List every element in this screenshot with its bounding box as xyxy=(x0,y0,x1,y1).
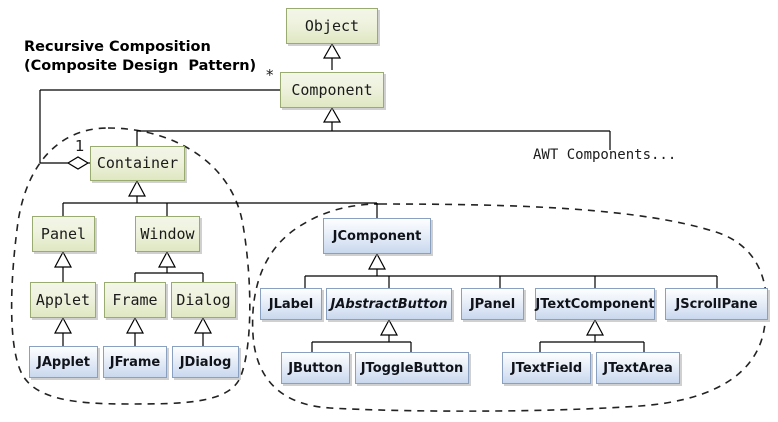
class-box-jpanel[interactable]: JPanel xyxy=(461,288,524,320)
class-box-applet[interactable]: Applet xyxy=(30,282,96,318)
class-box-component[interactable]: Component xyxy=(280,72,384,108)
awt-components-more-label: AWT Components... xyxy=(533,147,677,163)
class-box-jabstractbutton[interactable]: JAbstractButton xyxy=(326,288,452,320)
inherit-jdialog-to-dialog xyxy=(194,316,212,346)
class-box-dialog[interactable]: Dialog xyxy=(171,282,236,318)
class-box-frame[interactable]: Frame xyxy=(104,282,166,318)
inherit-children-to-jcomponent xyxy=(304,252,718,288)
class-box-japplet[interactable]: JApplet xyxy=(29,346,98,378)
class-box-jtextfield[interactable]: JTextField xyxy=(502,352,591,384)
inherit-component-to-object xyxy=(322,42,342,70)
multiplicity-many-label: * xyxy=(266,66,274,84)
class-box-jbutton[interactable]: JButton xyxy=(281,352,350,384)
inherit-frame-dialog-to-window xyxy=(134,250,204,282)
class-box-window[interactable]: Window xyxy=(135,216,200,252)
class-box-jscrollpane[interactable]: JScrollPane xyxy=(665,288,768,320)
inherit-applet-to-panel xyxy=(54,250,72,282)
inherit-container-to-component xyxy=(136,106,611,150)
inherit-children-to-container xyxy=(62,179,378,218)
class-box-jframe[interactable]: JFrame xyxy=(103,346,167,378)
class-box-jdialog[interactable]: JDialog xyxy=(172,346,239,378)
class-box-jlabel[interactable]: JLabel xyxy=(260,288,322,320)
class-box-jcomponent[interactable]: JComponent xyxy=(323,218,431,254)
class-box-container[interactable]: Container xyxy=(90,146,185,181)
inherit-texts-to-jtextcomponent xyxy=(539,318,645,352)
diagram-title-line2: (Composite Design Pattern) xyxy=(24,58,257,74)
inherit-jframe-to-frame xyxy=(126,316,144,346)
diagram-title-line1: Recursive Composition xyxy=(24,39,211,55)
class-box-jtextarea[interactable]: JTextArea xyxy=(596,352,680,384)
inherit-buttons-to-jabstractbutton xyxy=(311,318,412,352)
class-box-panel[interactable]: Panel xyxy=(32,216,95,252)
multiplicity-one-label: 1 xyxy=(75,137,85,155)
class-box-jtogglebutton[interactable]: JToggleButton xyxy=(355,352,469,384)
inherit-japplet-to-applet xyxy=(54,316,72,346)
class-box-object[interactable]: Object xyxy=(286,8,378,44)
class-box-jtextcomponent[interactable]: JTextComponent xyxy=(535,288,655,320)
